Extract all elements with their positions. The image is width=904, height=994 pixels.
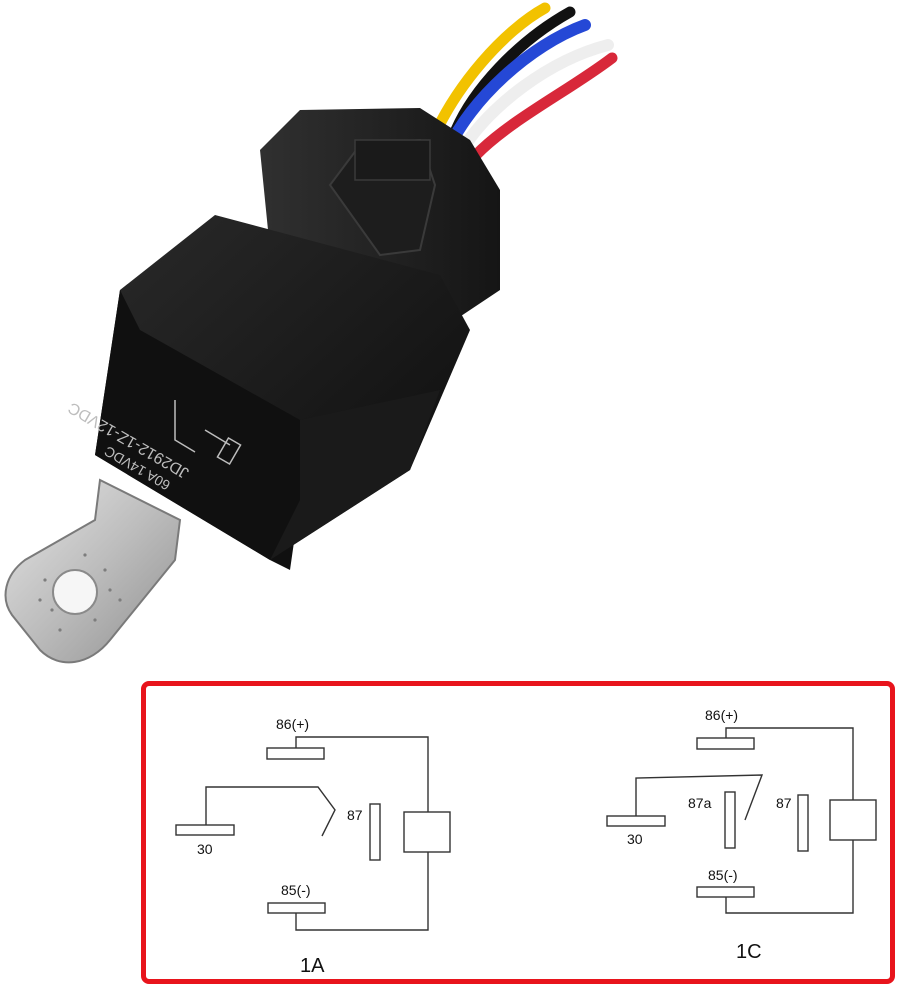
mounting-bracket xyxy=(4,478,182,664)
wire-white xyxy=(456,39,614,156)
relay-case-schematic xyxy=(174,400,242,466)
wire-blue xyxy=(442,19,591,156)
relay-product-photo: JD2912-1Z-12VDC 60A 14VDC xyxy=(4,2,618,664)
relay-body xyxy=(95,108,500,570)
bracket-hole xyxy=(52,569,98,615)
wiring-diagram-frame xyxy=(141,681,895,984)
wire-red xyxy=(470,52,618,161)
